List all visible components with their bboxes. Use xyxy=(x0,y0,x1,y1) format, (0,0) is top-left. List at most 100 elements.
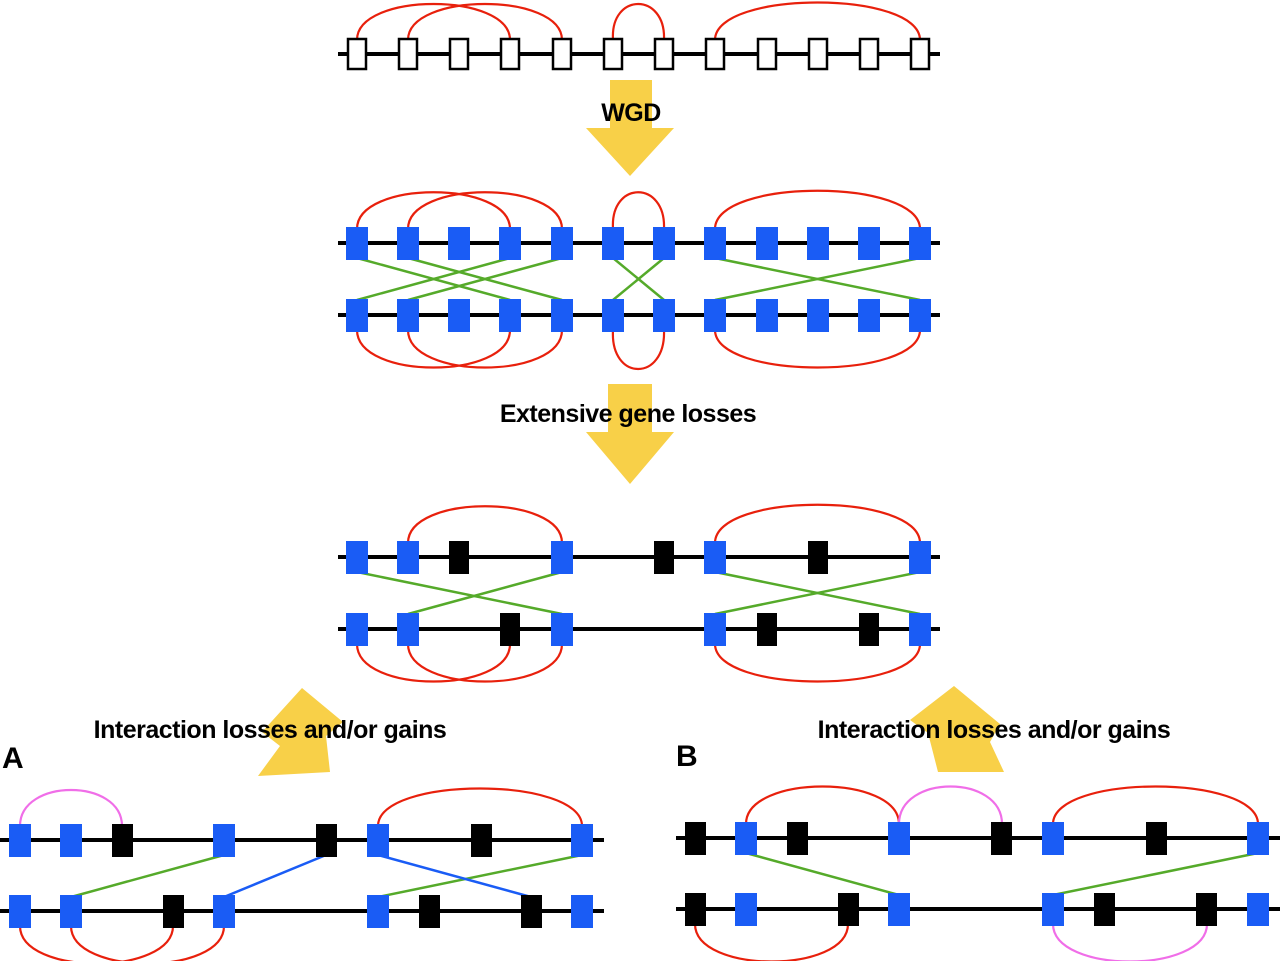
gene xyxy=(9,824,31,857)
ancestral-gene xyxy=(756,37,778,71)
gene xyxy=(213,824,235,857)
interaction xyxy=(611,329,666,370)
arrow-panel-a xyxy=(258,688,343,776)
gene xyxy=(346,541,368,574)
interaction xyxy=(18,925,175,961)
interaction-label-b: Interaction losses and/or gains xyxy=(818,716,1171,744)
interaction xyxy=(744,785,901,825)
lost-gene xyxy=(163,895,184,928)
lost-gene xyxy=(1094,893,1115,926)
gene xyxy=(1247,893,1269,926)
arrow-gene-losses xyxy=(586,384,674,484)
gene xyxy=(397,227,419,260)
gene xyxy=(909,227,931,260)
interaction xyxy=(611,191,666,230)
lost-gene xyxy=(787,822,808,855)
lost-genes xyxy=(685,822,1217,926)
retained-genes xyxy=(346,541,931,646)
lost-gene xyxy=(316,824,337,857)
gene xyxy=(704,613,726,646)
ancestral-gene xyxy=(704,37,726,71)
ancestral-genome xyxy=(338,1,940,71)
interaction xyxy=(355,643,512,683)
lost-gene xyxy=(685,893,706,926)
panel-b-genome xyxy=(676,785,1280,961)
interaction xyxy=(693,923,850,961)
gene xyxy=(571,895,593,928)
lost-genes xyxy=(449,541,879,646)
gene-losses-label: Extensive gene losses xyxy=(500,400,756,428)
gene xyxy=(653,299,675,332)
lost-gene xyxy=(685,822,706,855)
lost-gene xyxy=(838,893,859,926)
interaction xyxy=(406,191,564,230)
arrow-wgd xyxy=(586,80,674,176)
ancestral-gene xyxy=(602,37,624,71)
panel-b-label: B xyxy=(676,740,698,773)
gene xyxy=(551,227,573,260)
gene xyxy=(346,613,368,646)
wgd-label: WGD xyxy=(601,99,661,127)
gene xyxy=(367,824,389,857)
ancestral-gene xyxy=(397,37,419,71)
gene xyxy=(571,824,593,857)
lost-gene xyxy=(654,541,674,574)
new-interaction xyxy=(18,789,124,827)
lost-genes xyxy=(112,824,542,928)
new-interaction xyxy=(897,785,1004,825)
ohnolog-links xyxy=(356,570,921,616)
gene xyxy=(704,541,726,574)
lost-gene xyxy=(991,822,1012,855)
gene xyxy=(1042,893,1064,926)
interaction-label-a: Interaction losses and/or gains xyxy=(94,716,447,744)
ancestral-interaction xyxy=(611,3,666,41)
gene xyxy=(397,613,419,646)
new-link xyxy=(377,853,532,899)
interaction xyxy=(406,505,564,544)
lost-gene xyxy=(757,613,777,646)
lost-gene xyxy=(859,613,879,646)
gene xyxy=(397,541,419,574)
lost-gene xyxy=(808,541,828,574)
gene xyxy=(756,227,778,260)
new-link xyxy=(223,853,327,899)
lost-gene xyxy=(1196,893,1217,926)
ancestral-interaction xyxy=(406,2,564,41)
ohnolog-link xyxy=(70,853,225,899)
gene xyxy=(888,893,910,926)
interaction xyxy=(713,643,922,683)
lost-gene xyxy=(521,895,542,928)
gene xyxy=(807,299,829,332)
ohnolog-link xyxy=(356,256,511,302)
ancestral-gene xyxy=(807,37,829,71)
interaction xyxy=(713,329,922,369)
ohnolog-link xyxy=(714,570,921,616)
gene xyxy=(346,299,368,332)
gene xyxy=(602,299,624,332)
gene xyxy=(858,227,880,260)
ohnolog-link xyxy=(1052,851,1259,897)
lost-gene xyxy=(449,541,469,574)
ohnolog-link xyxy=(377,853,583,899)
interaction xyxy=(1051,785,1260,825)
ancestral-gene xyxy=(499,37,521,71)
gene xyxy=(653,227,675,260)
gene xyxy=(909,541,931,574)
gene xyxy=(704,227,726,260)
interaction xyxy=(713,503,922,544)
lost-gene xyxy=(112,824,133,857)
gene xyxy=(9,895,31,928)
ancestral-gene xyxy=(448,37,470,71)
ohnolog-link xyxy=(612,257,665,301)
gene xyxy=(448,299,470,332)
retained-genes xyxy=(9,824,593,928)
duplicated-genome xyxy=(338,189,940,370)
gene xyxy=(1247,822,1269,855)
gene xyxy=(807,227,829,260)
lost-gene xyxy=(1146,822,1167,855)
interaction xyxy=(355,191,512,230)
ancestral-gene xyxy=(653,37,675,71)
gene xyxy=(397,299,419,332)
ohnolog-links xyxy=(356,256,921,302)
